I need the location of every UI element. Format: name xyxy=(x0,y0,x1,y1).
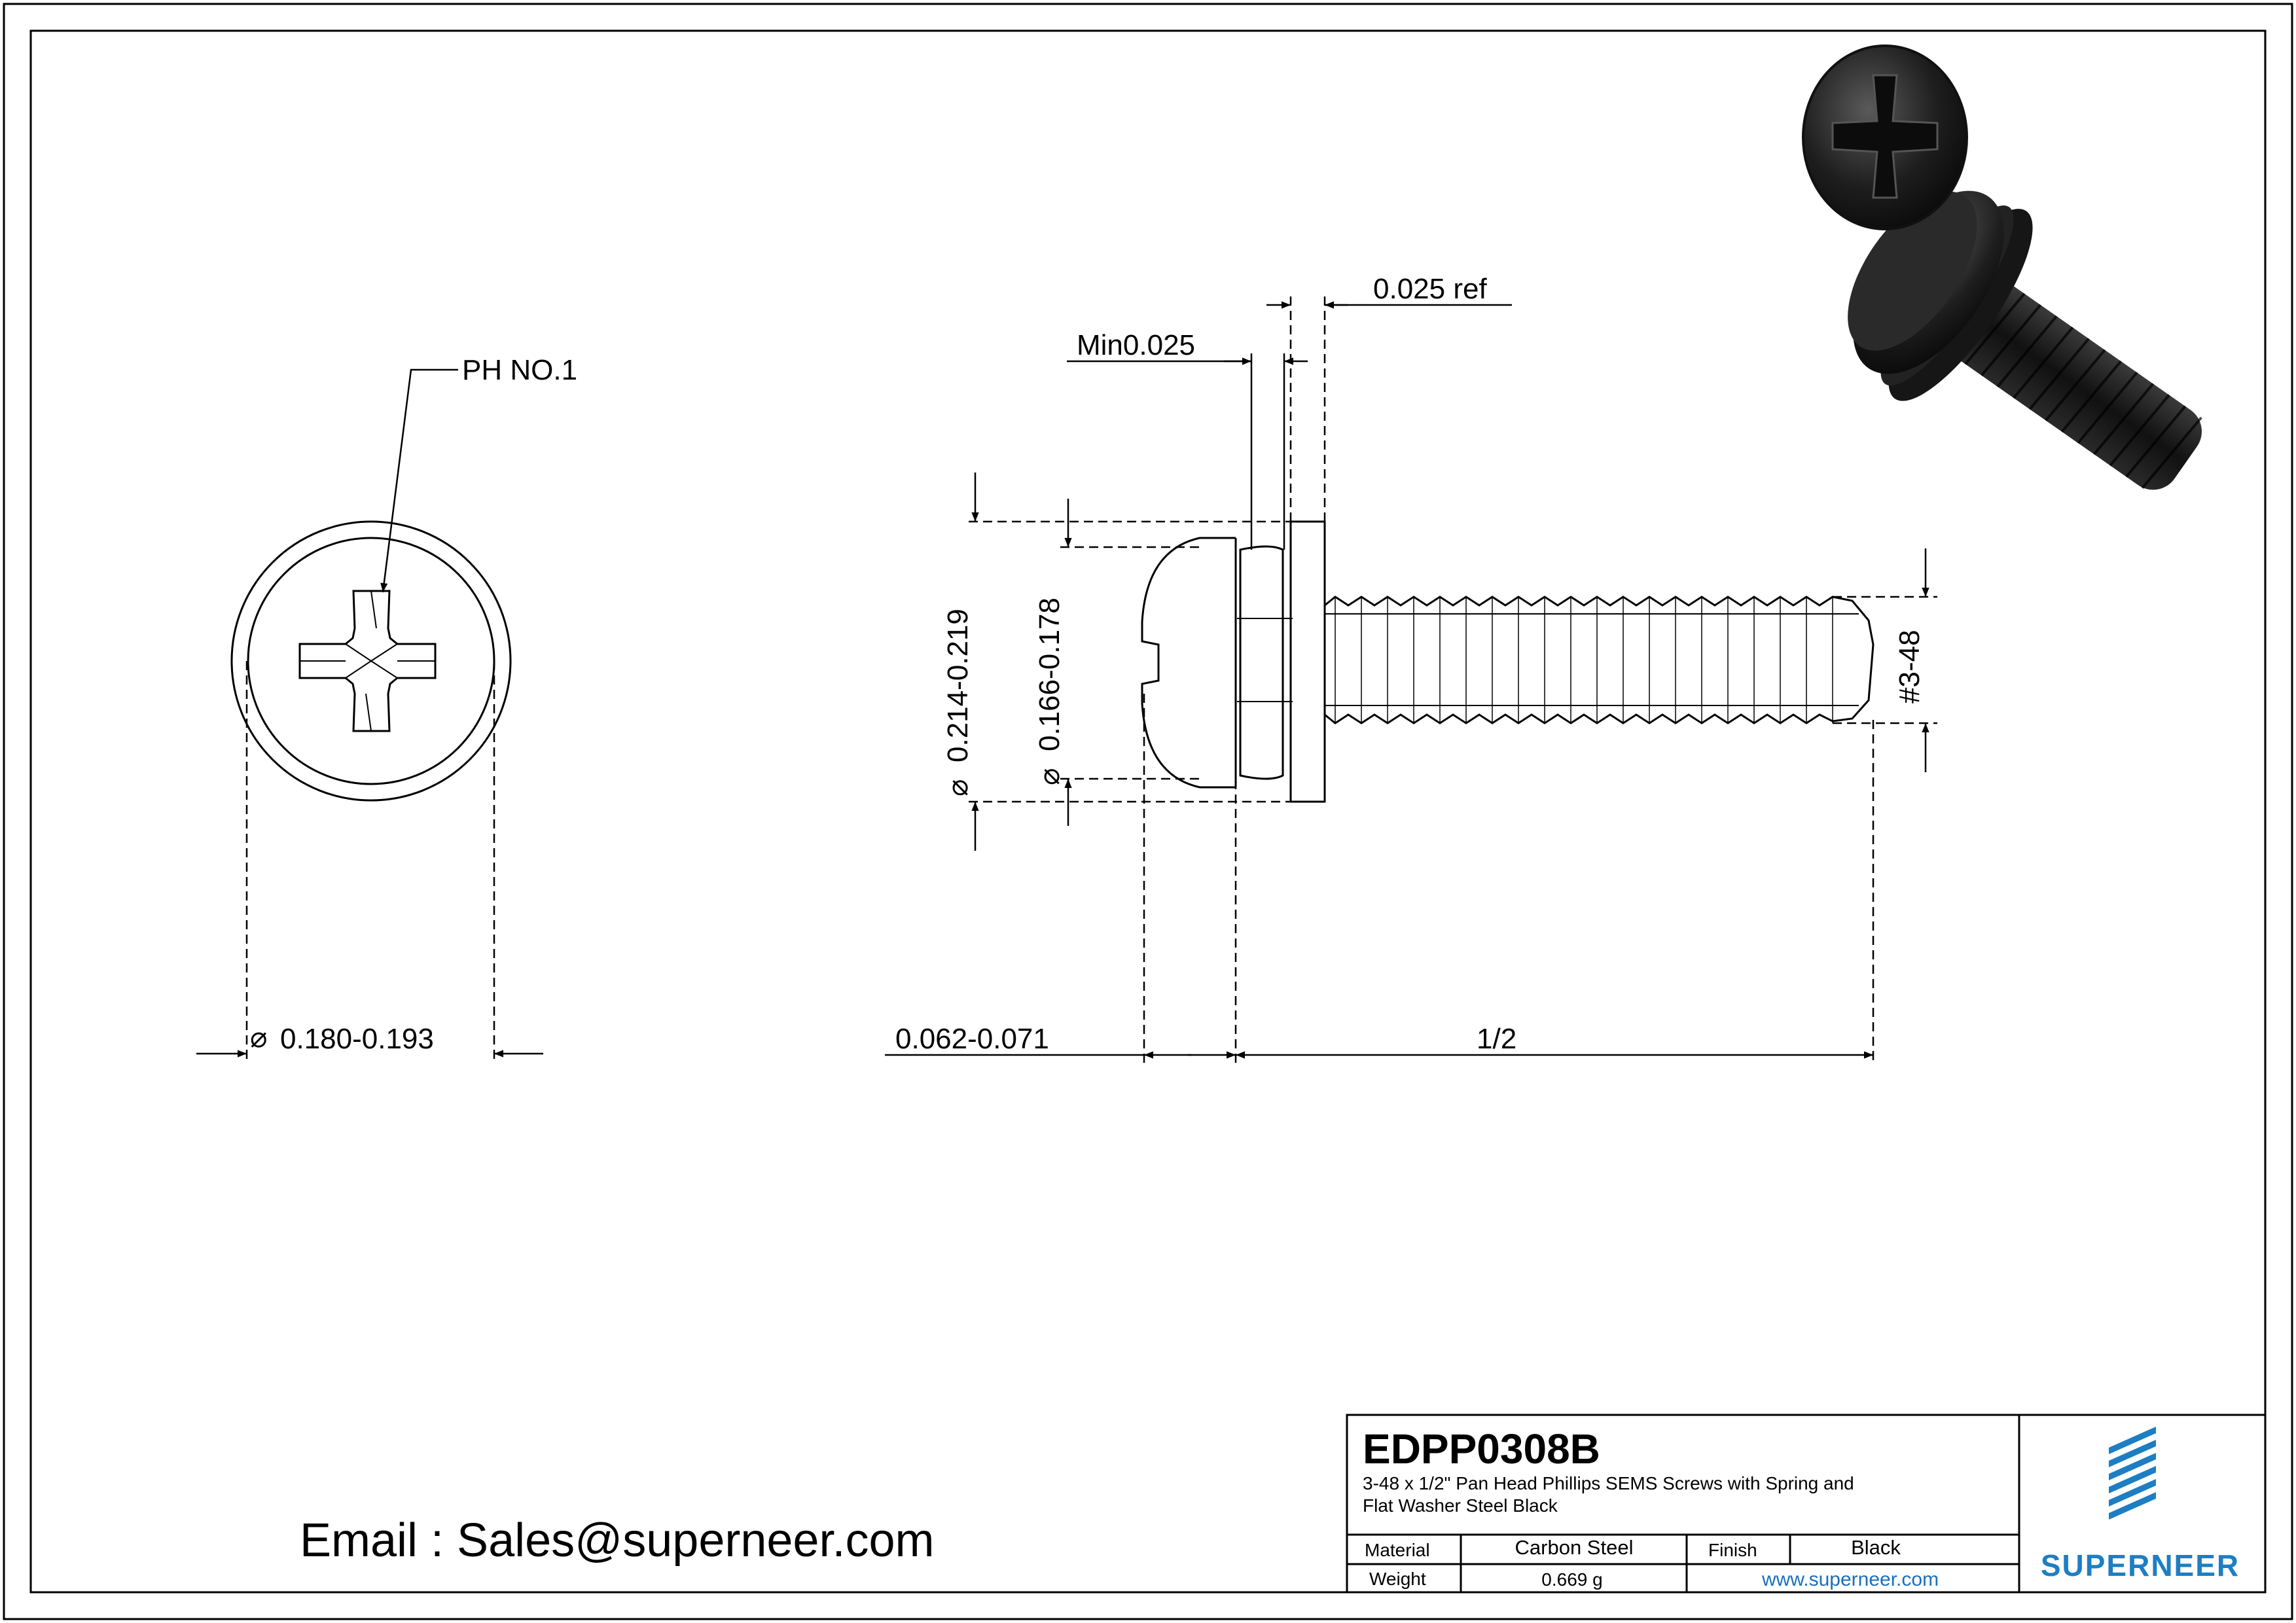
website-link[interactable]: www.superneer.com xyxy=(1761,1569,1939,1590)
thread-text: #3-48 xyxy=(1893,630,1926,704)
front-view xyxy=(230,520,512,802)
length-dim xyxy=(885,694,1874,1063)
spring-washer-dim xyxy=(1067,353,1308,550)
material-value: Carbon Steel xyxy=(1515,1536,1634,1559)
part-number: EDPP0308B xyxy=(1363,1425,1600,1472)
inner-border xyxy=(29,29,2267,1594)
weight-label: Weight xyxy=(1369,1569,1426,1589)
finish-value: Black xyxy=(1851,1536,1901,1559)
description-line1: 3-48 x 1/2" Pan Head Phillips SEMS Screw… xyxy=(1363,1473,1854,1493)
flat-washer-dim xyxy=(1266,296,1512,522)
head-height-text: 0.062-0.071 xyxy=(895,1023,1049,1055)
screw-3d-render xyxy=(1802,45,2202,490)
washer-dia-text: 0.214-0.219 xyxy=(942,609,974,762)
drive-leader xyxy=(380,368,458,593)
material-label: Material xyxy=(1365,1540,1430,1560)
head-dia-side-dim xyxy=(1060,499,1200,826)
brand-name: SUPERNEER xyxy=(2041,1548,2240,1582)
length-text: 1/2 xyxy=(1477,1023,1516,1055)
weight-value: 0.669 g xyxy=(1541,1569,1602,1590)
dia-symbol: ⌀ xyxy=(250,1022,268,1054)
phillips-recess-icon xyxy=(298,590,437,732)
head-dia-side-text: 0.166-0.178 xyxy=(1033,597,1066,751)
thread-profile xyxy=(1324,596,1874,724)
head-dia-front-dim xyxy=(196,661,543,1063)
dia-symbol-2: ⌀ xyxy=(942,779,974,797)
title-block xyxy=(1346,1414,2267,1594)
drive-label: PH NO.1 xyxy=(462,354,577,386)
head-dia-front-text: 0.180-0.193 xyxy=(280,1023,434,1055)
washer-dia-dim xyxy=(969,473,1291,851)
finish-label: Finish xyxy=(1708,1540,1757,1560)
spring-washer-text: Min0.025 xyxy=(1077,329,1195,361)
outer-border xyxy=(3,3,2293,1620)
side-view xyxy=(1141,520,1874,803)
description-line2: Flat Washer Steel Black xyxy=(1363,1495,1558,1516)
superneer-logo-icon xyxy=(2109,1427,2156,1520)
flat-washer-text: 0.025 ref xyxy=(1373,273,1487,305)
thread-dim xyxy=(1833,548,1937,772)
email-contact[interactable]: Email : Sales@superneer.com xyxy=(300,1514,935,1567)
dia-symbol-3: ⌀ xyxy=(1033,768,1066,786)
